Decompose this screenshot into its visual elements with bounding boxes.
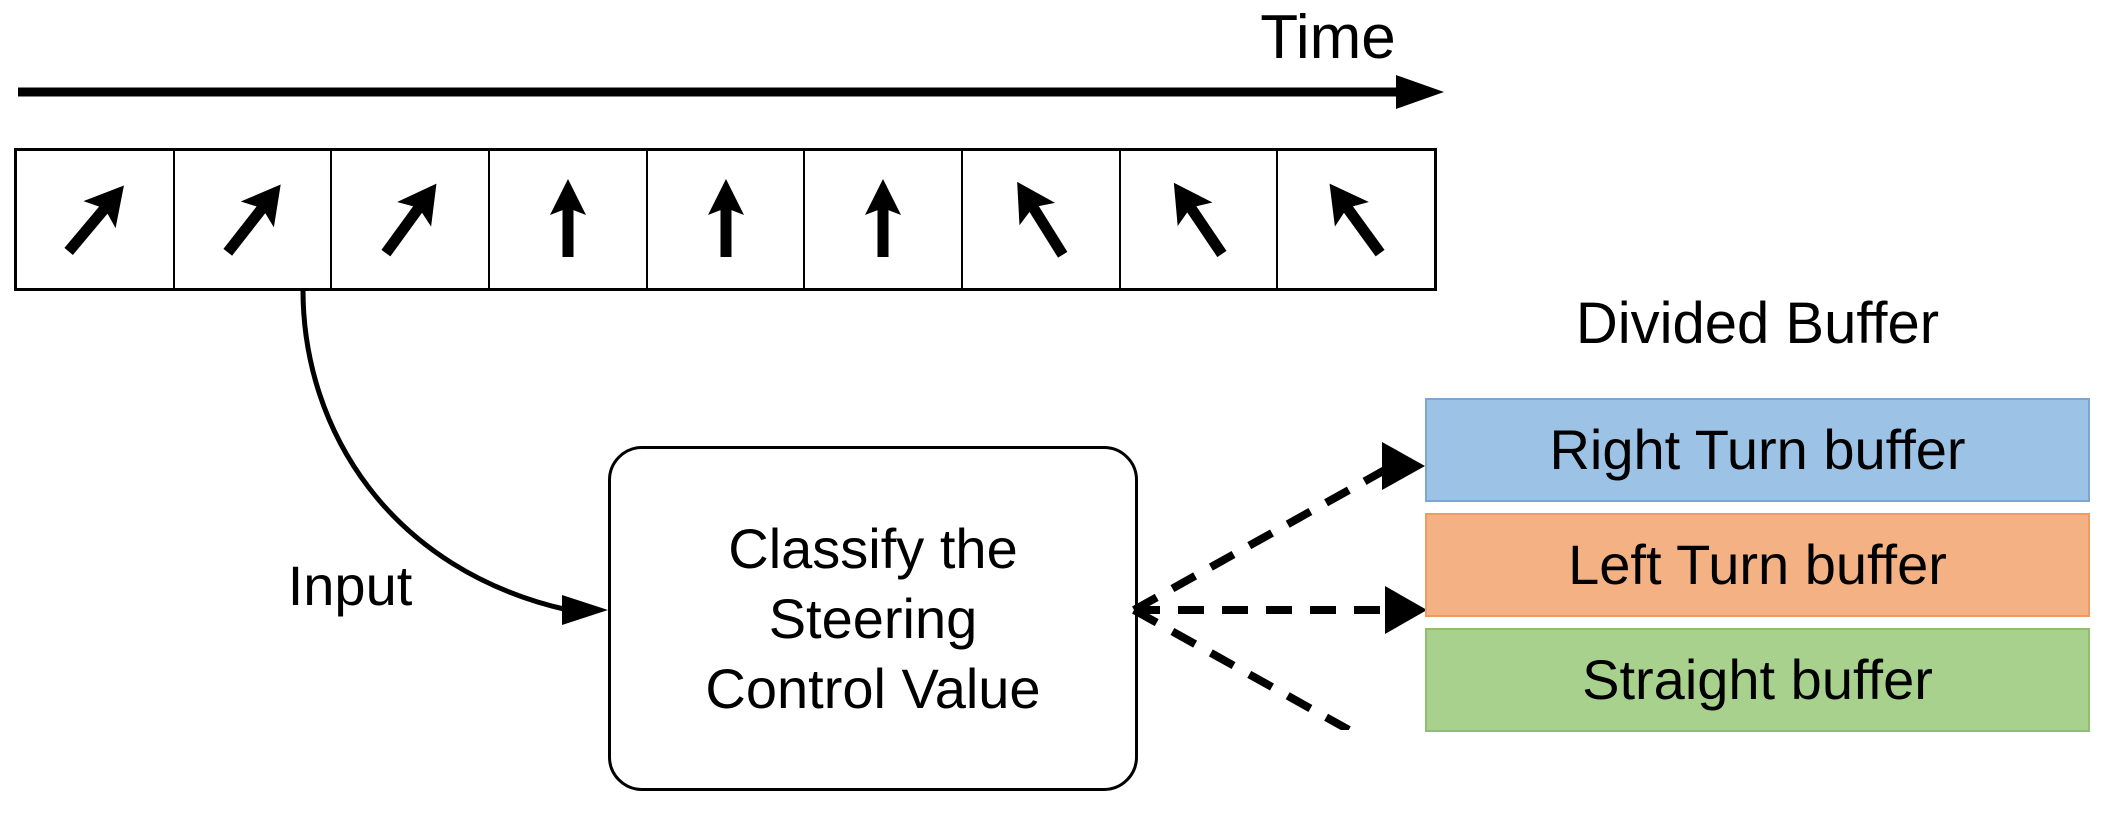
left-turn-buffer[interactable]: Left Turn buffer [1425,513,2090,617]
frame-cell-9[interactable] [1278,151,1434,288]
frame-cell-8[interactable] [1121,151,1279,288]
classifier-line-3: Control Value [705,656,1041,720]
frame-cell-4[interactable] [490,151,648,288]
input-connector [300,289,608,625]
straight-buffer-label: Straight buffer [1582,648,1933,711]
buffer-connectors [1132,442,1427,730]
divided-buffer-title: Divided Buffer [1575,291,1940,356]
right-turn-buffer[interactable]: Right Turn buffer [1425,398,2090,502]
frame-cell-1[interactable] [17,151,175,288]
right-arrow-icon [18,75,1444,109]
arrow-up-icon [707,178,744,257]
frame-cell-7[interactable] [963,151,1121,288]
arrow-up-left-icon [1173,182,1227,257]
frame-cell-3[interactable] [332,151,491,288]
time-axis-arrow [18,75,1444,109]
arrow-up-icon [549,178,586,257]
arrow-up-right-icon [381,183,437,256]
arrow-up-icon [865,178,902,257]
arrow-up-right-icon [64,185,124,255]
classifier-line-2: Steering [768,586,978,650]
dashed-arrow-icon-right-turn [1132,442,1425,614]
straight-buffer[interactable]: Straight buffer [1425,628,2090,732]
left-turn-buffer-label: Left Turn buffer [1568,533,1947,596]
arrow-up-left-icon [1017,181,1068,258]
time-axis-label: Time [1260,3,1396,72]
classifier-line-1: Classify the [728,516,1018,580]
right-turn-buffer-label: Right Turn buffer [1549,418,1966,481]
arrow-up-left-icon [1329,183,1385,256]
frame-cell-2[interactable] [175,151,333,288]
classify-steering-box[interactable]: Classify the Steering Control Value [608,446,1138,791]
dashed-arrow-icon-straight [1132,606,1358,730]
curved-arrow-icon [300,289,608,625]
input-connector-label: Input [287,554,413,617]
frame-cell-5[interactable] [648,151,806,288]
frame-cell-6[interactable] [805,151,964,288]
dashed-arrow-icon-left-turn [1134,586,1427,634]
steering-frame-sequence [14,148,1437,291]
arrow-up-right-icon [222,184,281,256]
